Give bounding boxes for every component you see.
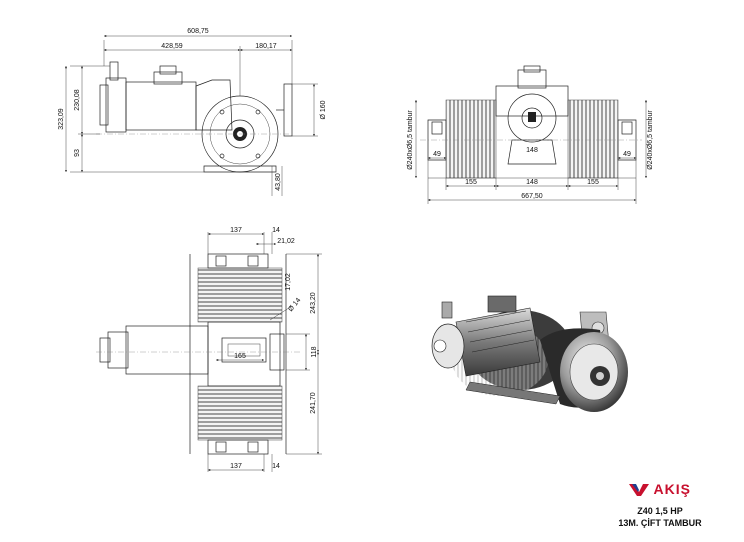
dim-21: 21,02 [277, 238, 295, 245]
dim-inner: 148 [526, 147, 538, 154]
dim-top-137: 137 [230, 227, 242, 234]
dim-17: 17,02 [285, 273, 292, 291]
brand-logo: AKIŞ [653, 480, 691, 497]
dim-motor-span: 428,59 [161, 43, 183, 50]
gearbox [195, 79, 233, 131]
lower-drum [197, 385, 283, 441]
dim-base-height: 93 [74, 149, 81, 157]
side-view: 608,75 428,59 180,17 323,09 230,08 93 Ø … [58, 28, 327, 196]
motor-top [517, 69, 547, 89]
dim-bottom-14: 14 [272, 463, 280, 470]
dim-drum-len-left: 155 [465, 179, 477, 186]
dim-118: 118 [311, 346, 318, 357]
dim-165: 165 [234, 353, 246, 360]
dim-right-span: 180,17 [255, 43, 277, 50]
dim-241: 241,70 [310, 392, 317, 414]
dim-side-left: 49 [433, 151, 441, 158]
dim-top-14: 14 [272, 227, 280, 234]
dim-bottom-137: 137 [230, 463, 242, 470]
dim-243: 243,20 [310, 292, 317, 314]
dim-total: 667,50 [521, 193, 543, 200]
dim-center: 148 [526, 179, 538, 186]
top-view: 137 14 21,02 17,02 Ø 14 243,20 118 165 2… [96, 227, 322, 472]
iso-terminal [441, 301, 453, 319]
model-name: Z40 1,5 HP [637, 506, 683, 516]
dim-shaft: Ø 14 [287, 297, 302, 313]
motor-body [125, 81, 197, 131]
dim-drum-right: Ø240xØ6,5 tambur [647, 110, 654, 170]
shaft-flange [283, 83, 293, 137]
upper-drum [197, 267, 283, 323]
logo-icon [629, 483, 650, 496]
dim-side-right: 49 [623, 151, 631, 158]
dim-drum-len-right: 155 [587, 179, 599, 186]
front-view: Ø240xØ6,5 tambur Ø240xØ6,5 tambur 49 49 … [407, 65, 654, 204]
dim-overall-width: 608,75 [187, 28, 209, 35]
model-description: 13M. ÇİFT TAMBUR [618, 518, 702, 528]
dim-overall-height: 323,09 [58, 108, 65, 130]
center-gearbox [495, 85, 569, 117]
dim-shaft-height: 230,08 [74, 89, 81, 111]
dim-offset: 43,80 [275, 173, 282, 191]
dim-flange-dia: Ø 160 [320, 100, 327, 119]
isometric-render [431, 295, 628, 412]
dim-drum-left: Ø240xØ6,5 tambur [407, 110, 414, 170]
right-drum [567, 99, 619, 179]
left-drum [445, 99, 497, 179]
iso-motor [455, 307, 541, 377]
terminal-box [109, 61, 119, 81]
top-motor [125, 325, 209, 375]
title-block: AKIŞ Z40 1,5 HP 13M. ÇİFT TAMBUR [600, 480, 720, 528]
fan-cover [105, 77, 127, 133]
